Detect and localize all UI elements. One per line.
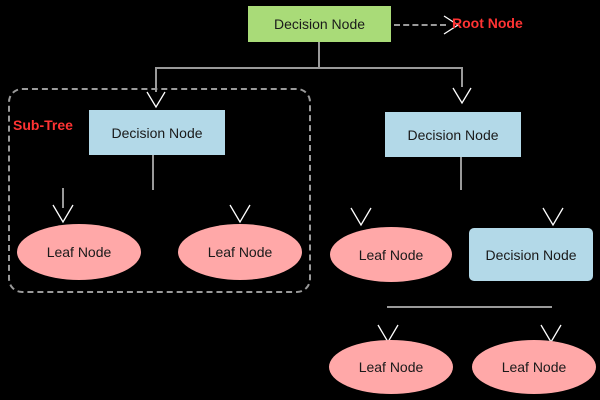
node-root-decision[interactable]: Decision Node xyxy=(248,6,391,42)
sub-tree-annotation: Sub-Tree xyxy=(13,117,73,133)
root-annotation-dashed-line xyxy=(394,24,446,26)
node-label: Decision Node xyxy=(407,126,499,143)
connector-bottom-horizontal xyxy=(387,306,552,308)
node-left-decision[interactable]: Decision Node xyxy=(89,110,225,155)
connector-left-branch-down xyxy=(155,67,157,92)
connector-level2-horizontal xyxy=(155,67,463,69)
connector-right-decision-down xyxy=(460,157,462,190)
node-right-decision[interactable]: Decision Node xyxy=(385,112,521,157)
root-node-annotation: Root Node xyxy=(452,15,523,31)
node-label: Leaf Node xyxy=(358,246,424,263)
node-label: Leaf Node xyxy=(46,244,112,260)
node-right-decision-2[interactable]: Decision Node xyxy=(469,228,593,281)
node-leaf-1[interactable]: Leaf Node xyxy=(17,224,141,280)
connector-leaf1-stem xyxy=(62,188,64,208)
node-leaf-2[interactable]: Leaf Node xyxy=(178,224,302,280)
node-label: Decision Node xyxy=(485,246,577,263)
node-leaf-3[interactable]: Leaf Node xyxy=(330,227,452,282)
connector-root-down xyxy=(318,42,320,68)
node-label: Leaf Node xyxy=(207,244,273,260)
node-label: Leaf Node xyxy=(501,359,567,375)
connector-left-decision-down xyxy=(152,155,154,190)
node-leaf-4[interactable]: Leaf Node xyxy=(329,340,453,394)
connector-right-branch-down xyxy=(461,67,463,87)
node-label: Leaf Node xyxy=(358,359,424,375)
node-label: Decision Node xyxy=(273,16,366,32)
node-label: Decision Node xyxy=(111,124,203,141)
sub-tree-boundary xyxy=(8,88,311,293)
node-leaf-5[interactable]: Leaf Node xyxy=(472,340,596,394)
